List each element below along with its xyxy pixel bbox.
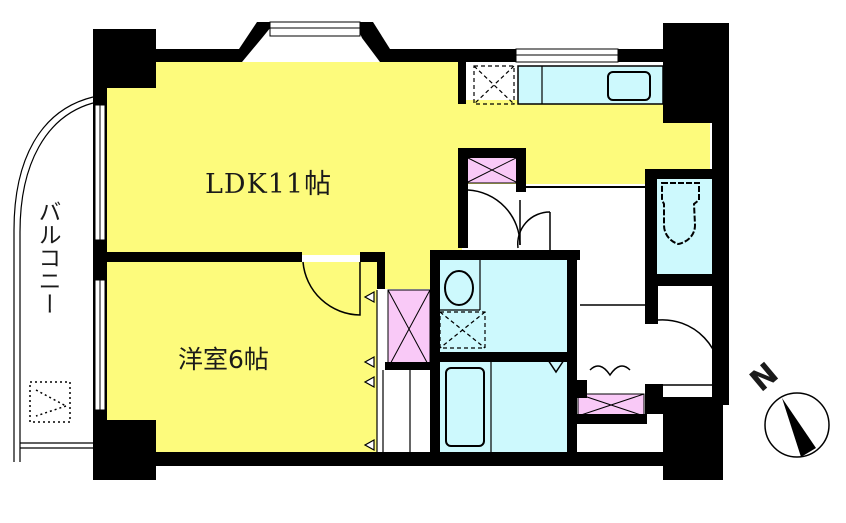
walls [93,22,729,480]
balcony-area [13,96,95,462]
washroom [437,260,567,352]
outdoor-unit-icon [29,381,71,423]
closet-door-markers [363,290,411,454]
windows [94,21,619,411]
room-label-balcony: バルコニー [34,200,60,315]
bathtub-icon [445,367,485,447]
refrigerator-icon [473,65,515,105]
room-label-ldk: LDK11帖 [205,169,333,200]
toilet-room [657,178,712,276]
doors [302,186,722,386]
bathroom [437,362,567,454]
sink-icon [607,71,651,101]
north-arrow-icon [764,392,830,458]
washbasin-icon [444,270,474,306]
toilet-icon [661,182,700,246]
room-label-western-room: 洋室6帖 [178,345,269,374]
storage-units [387,156,645,417]
